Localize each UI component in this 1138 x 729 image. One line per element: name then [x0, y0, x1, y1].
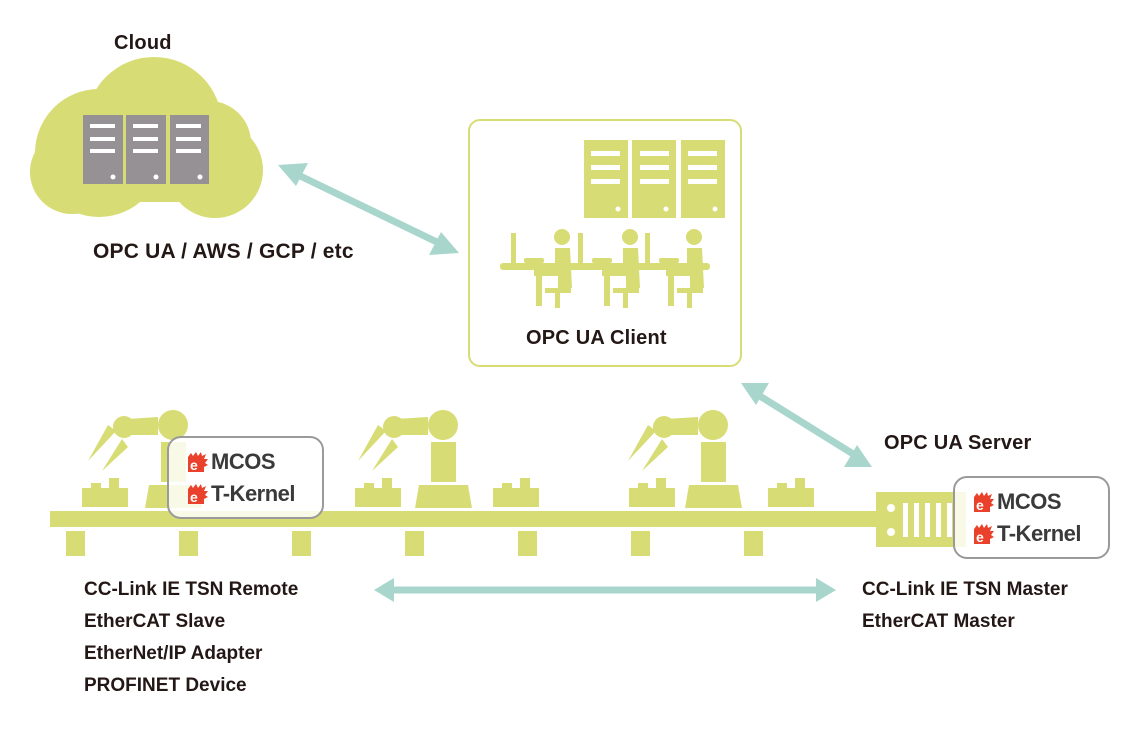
protocol-item: CC-Link IE TSN Remote: [84, 579, 299, 600]
os-name: MCOS: [997, 489, 1062, 514]
master-protocol-list: CC-Link IE TSN Master EtherCAT Master: [862, 574, 1068, 638]
svg-text:e: e: [976, 497, 984, 513]
workpiece-icon: [629, 478, 675, 507]
os-badge-row: e MCOS: [187, 446, 322, 478]
os-badge-remote: e MCOS e T-Kernel: [167, 436, 324, 519]
os-name: T-Kernel: [211, 481, 296, 506]
os-badge-row: e T-Kernel: [187, 478, 322, 510]
arrow-client-server: [741, 383, 872, 467]
protocol-item: EtherCAT Master: [862, 611, 1015, 632]
arrow-cloud-client: [278, 163, 459, 255]
etkernel-logo-icon: e: [974, 524, 994, 545]
workpiece-icon: [82, 478, 128, 507]
protocol-item: PROFINET Device: [84, 675, 247, 696]
cloud-server-rack-icon: [83, 115, 209, 184]
os-badge-row: e MCOS: [973, 486, 1108, 518]
svg-text:e: e: [190, 489, 198, 505]
emcos-logo-icon: e: [974, 492, 994, 513]
os-name: T-Kernel: [997, 521, 1082, 546]
arrow-remote-master: [374, 578, 836, 602]
opc-ua-client-panel: [468, 119, 742, 367]
remote-protocol-list: CC-Link IE TSN Remote EtherCAT Slave Eth…: [84, 574, 298, 702]
os-badge-master: e MCOS e T-Kernel: [953, 476, 1110, 559]
opc-ua-client-label: OPC UA Client: [526, 327, 667, 349]
cloud-title: Cloud: [114, 32, 172, 54]
client-server-rack-icon: [584, 140, 725, 218]
protocol-item: EtherCAT Slave: [84, 611, 226, 632]
workpiece-icon: [768, 478, 814, 507]
svg-text:e: e: [190, 457, 198, 473]
svg-text:e: e: [976, 529, 984, 545]
protocol-item: CC-Link IE TSN Master: [862, 579, 1068, 600]
opc-ua-server-label: OPC UA Server: [884, 432, 1032, 454]
cloud-protocols-label: OPC UA / AWS / GCP / etc: [93, 240, 354, 263]
conveyor-belt: [50, 511, 878, 556]
os-badge-row: e T-Kernel: [973, 518, 1108, 550]
workpiece-icon: [493, 478, 539, 507]
os-name: MCOS: [211, 449, 276, 474]
emcos-logo-icon: e: [188, 452, 208, 473]
operators-workstation-icon: [500, 229, 710, 308]
workpiece-icon: [355, 478, 401, 507]
protocol-item: EtherNet/IP Adapter: [84, 643, 263, 664]
etkernel-logo-icon: e: [188, 484, 208, 505]
server-device-icon: [876, 492, 966, 547]
